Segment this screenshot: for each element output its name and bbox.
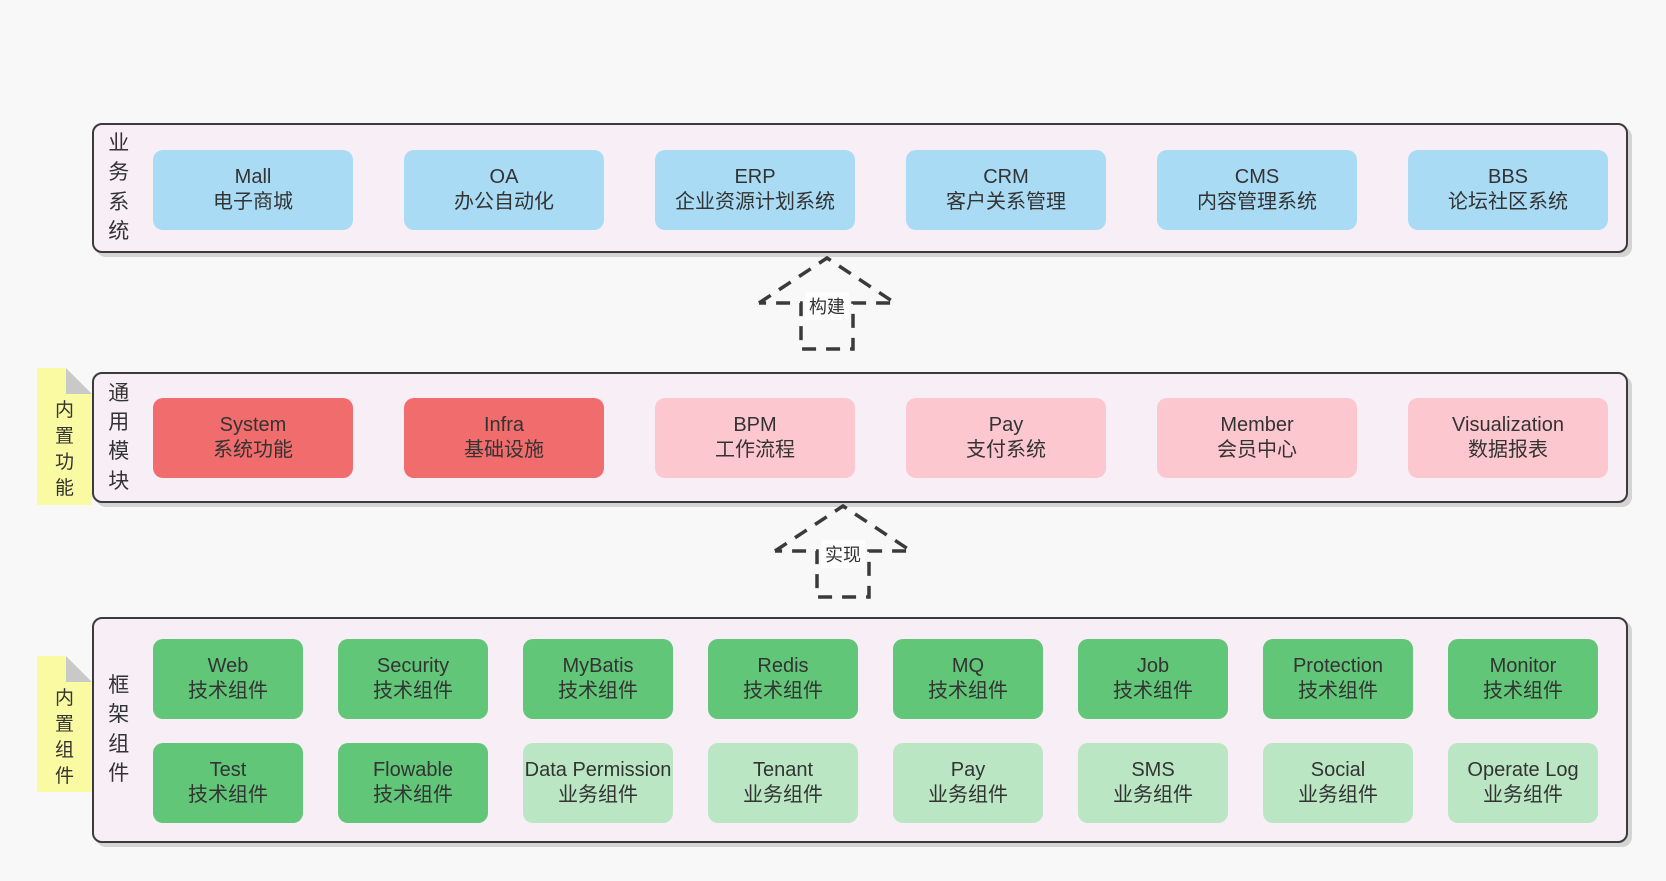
box-title: SMS [1131, 759, 1175, 781]
box-cms: CMS 内容管理系统 [1157, 150, 1357, 230]
box-operate-log: Operate Log 业务组件 [1448, 743, 1598, 823]
box-bbs: BBS 论坛社区系统 [1408, 150, 1608, 230]
box-mall: Mall 电子商城 [153, 150, 353, 230]
box-subtitle: 会员中心 [1217, 439, 1297, 461]
box-title: Protection [1292, 655, 1384, 677]
box-subtitle: 论坛社区系统 [1448, 191, 1568, 213]
box-subtitle: 技术组件 [188, 784, 268, 806]
box-title: OA [489, 166, 519, 188]
box-pay-module: Pay 支付系统 [906, 398, 1106, 478]
arrow-label-build: 构建 [805, 292, 849, 320]
box-title: Monitor [1489, 655, 1557, 677]
components-layer-label: 框架组件 [108, 674, 130, 786]
box-subtitle: 技术组件 [558, 680, 638, 702]
box-title: Infra [483, 414, 525, 436]
box-subtitle: 技术组件 [373, 784, 453, 806]
box-monitor: Monitor 技术组件 [1448, 639, 1598, 719]
box-sms: SMS 业务组件 [1078, 743, 1228, 823]
box-subtitle: 技术组件 [373, 680, 453, 702]
box-title: Flowable [372, 759, 454, 781]
sticky-label: 内置功能 [54, 400, 74, 499]
box-subtitle: 业务组件 [1298, 784, 1378, 806]
box-mybatis: MyBatis 技术组件 [523, 639, 673, 719]
box-data-permission: Data Permission 业务组件 [523, 743, 673, 823]
arrow-label-implement: 实现 [821, 540, 865, 568]
box-title: Security [376, 655, 450, 677]
box-title: MQ [951, 655, 985, 677]
modules-layer-label: 通用模块 [108, 381, 130, 493]
box-crm: CRM 客户关系管理 [906, 150, 1106, 230]
box-subtitle: 数据报表 [1468, 439, 1548, 461]
box-subtitle: 内容管理系统 [1197, 191, 1317, 213]
box-title: Pay [988, 414, 1024, 436]
box-subtitle: 技术组件 [1113, 680, 1193, 702]
box-subtitle: 技术组件 [743, 680, 823, 702]
box-title: Mall [234, 166, 272, 188]
box-subtitle: 电子商城 [213, 191, 293, 213]
box-title: System [219, 414, 287, 436]
box-social: Social 业务组件 [1263, 743, 1413, 823]
box-test: Test 技术组件 [153, 743, 303, 823]
box-title: Member [1220, 414, 1294, 436]
box-infra: Infra 基础设施 [404, 398, 604, 478]
box-title: CMS [1234, 166, 1280, 188]
sticky-label: 内置组件 [54, 688, 74, 787]
box-subtitle: 技术组件 [188, 680, 268, 702]
box-subtitle: 支付系统 [966, 439, 1046, 461]
box-subtitle: 技术组件 [1298, 680, 1378, 702]
box-flowable: Flowable 技术组件 [338, 743, 488, 823]
folded-corner-icon [66, 368, 92, 394]
box-title: Test [209, 759, 247, 781]
up-arrow-implement [774, 503, 917, 599]
box-subtitle: 企业资源计划系统 [675, 191, 835, 213]
box-subtitle: 基础设施 [464, 439, 544, 461]
box-title: Pay [950, 759, 986, 781]
box-member: Member 会员中心 [1157, 398, 1357, 478]
box-oa: OA 办公自动化 [404, 150, 604, 230]
sticky-note-builtin-features: 内置功能 [37, 368, 92, 505]
box-title: Web [207, 655, 249, 677]
box-web: Web 技术组件 [153, 639, 303, 719]
box-title: Redis [757, 655, 809, 677]
box-subtitle: 系统功能 [213, 439, 293, 461]
box-title: Job [1136, 655, 1170, 677]
box-subtitle: 办公自动化 [454, 191, 554, 213]
box-system: System 系统功能 [153, 398, 353, 478]
up-arrow-build [758, 255, 901, 351]
box-title: BPM [733, 414, 777, 436]
box-subtitle: 客户关系管理 [946, 191, 1066, 213]
box-subtitle: 技术组件 [928, 680, 1008, 702]
box-title: Operate Log [1467, 759, 1579, 781]
up-arrow-shape [774, 503, 917, 599]
box-pay-component: Pay 业务组件 [893, 743, 1043, 823]
box-subtitle: 技术组件 [1483, 680, 1563, 702]
box-mq: MQ 技术组件 [893, 639, 1043, 719]
box-title: CRM [983, 166, 1029, 188]
box-subtitle: 业务组件 [928, 784, 1008, 806]
box-subtitle: 业务组件 [1483, 784, 1563, 806]
business-layer-label: 业务系统 [108, 132, 130, 244]
box-erp: ERP 企业资源计划系统 [655, 150, 855, 230]
box-protection: Protection 技术组件 [1263, 639, 1413, 719]
box-subtitle: 业务组件 [558, 784, 638, 806]
folded-corner-icon [66, 656, 92, 682]
box-title: ERP [734, 166, 776, 188]
up-arrow-shape [758, 255, 901, 351]
box-bpm: BPM 工作流程 [655, 398, 855, 478]
box-visualization: Visualization 数据报表 [1408, 398, 1608, 478]
box-title: MyBatis [562, 655, 634, 677]
box-job: Job 技术组件 [1078, 639, 1228, 719]
box-redis: Redis 技术组件 [708, 639, 858, 719]
box-subtitle: 业务组件 [743, 784, 823, 806]
box-title: Tenant [752, 759, 814, 781]
box-subtitle: 业务组件 [1113, 784, 1193, 806]
box-title: Social [1310, 759, 1366, 781]
box-title: Data Permission [524, 759, 672, 781]
box-subtitle: 工作流程 [715, 439, 795, 461]
sticky-note-builtin-components: 内置组件 [37, 656, 92, 792]
box-title: BBS [1487, 166, 1529, 188]
box-tenant: Tenant 业务组件 [708, 743, 858, 823]
box-security: Security 技术组件 [338, 639, 488, 719]
box-title: Visualization [1452, 414, 1564, 436]
